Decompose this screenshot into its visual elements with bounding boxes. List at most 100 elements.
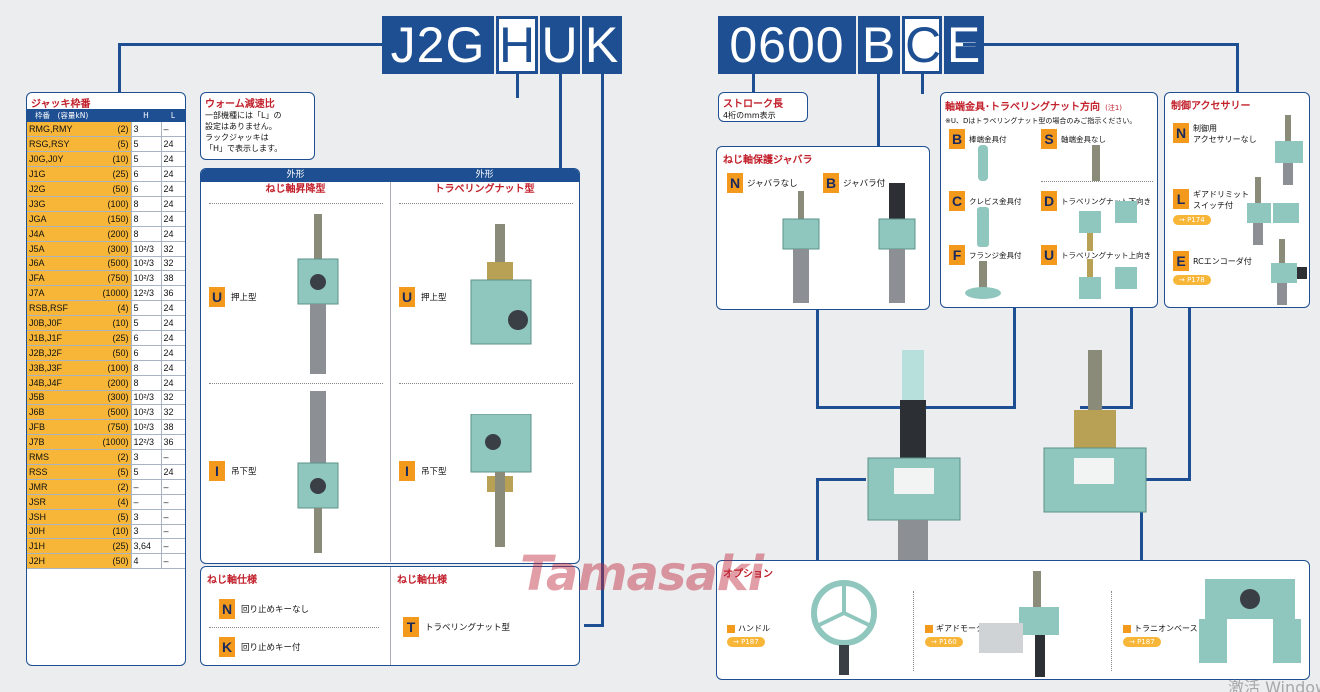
code-frame: J2G (382, 16, 494, 74)
code-screw: K (582, 16, 622, 74)
end-option-label: フランジ金具付 (969, 250, 1022, 260)
frame-l-value: – (160, 449, 185, 465)
connector-line (1140, 478, 1143, 562)
stroke-panel: ストローク長 4桁のmm表示 (718, 92, 808, 122)
frame-name: J3G (29, 198, 46, 209)
frame-name: RSS (29, 466, 48, 477)
jack-illustration-bellows (878, 183, 916, 303)
frame-capacity: (25) (112, 541, 129, 552)
shape-sub-right: トラベリングナット型 (434, 184, 535, 195)
frame-name: JGA (29, 213, 47, 224)
frame-table-row: J2H(50)4– (27, 553, 185, 570)
end-option-label: トラベリングナット上向き (1061, 250, 1151, 260)
divider (209, 203, 383, 204)
code-badge-e: E (1173, 251, 1189, 271)
option-marker (1123, 624, 1131, 633)
frame-l-value: – (160, 479, 185, 495)
connector-line (118, 43, 121, 95)
frame-capacity: (300) (107, 243, 129, 254)
frame-table-row: J0H(10)3– (27, 524, 185, 540)
encoder-page-link[interactable]: → P178 (1173, 275, 1211, 285)
connector-line (559, 74, 562, 170)
frame-capacity: (25) (112, 169, 129, 180)
divider (390, 567, 391, 665)
worm-panel-title: ウォーム減速比 (205, 99, 275, 110)
handle-page-link[interactable]: → P187 (727, 637, 765, 647)
frame-name: J6B (29, 407, 45, 418)
frame-l-value: 24 (160, 196, 185, 212)
frame-capacity: (750) (107, 273, 129, 284)
jack-illustration-large-nut (1043, 350, 1147, 513)
frame-table-row: RMS(2)3– (27, 449, 185, 465)
frame-name: J2H (29, 556, 46, 567)
trunnion-page-link[interactable]: → P187 (1123, 637, 1161, 647)
end-option-label: トラベリングナット下向き (1061, 196, 1151, 206)
frame-capacity: (5) (117, 466, 129, 477)
code-badge-f: F (949, 245, 965, 265)
frame-capacity: (500) (107, 407, 129, 418)
frame-l-value: – (160, 524, 185, 540)
frame-h-value: 3 (130, 509, 161, 525)
frame-l-value: 38 (160, 270, 185, 287)
worm-note-3: ラックジャッキは (205, 133, 269, 142)
option-motor-label: ギアドモータ (936, 624, 984, 633)
col-l: L (170, 111, 176, 120)
end-option: F フランジ金具付 (949, 245, 1022, 265)
frame-name: J4B,J4F (29, 377, 63, 388)
no-fitting-icon (1092, 145, 1100, 181)
connector-line (584, 624, 604, 627)
hang-type-label: 吊下型 (421, 467, 447, 477)
with-key-label: 回り止めキー付 (241, 643, 301, 653)
connector-line (921, 74, 924, 94)
motor-page-link[interactable]: → P160 (925, 637, 963, 647)
geared-motor-icon (979, 571, 1059, 677)
rod-end-icon (978, 145, 988, 181)
frame-h-value: 12²/3 (130, 285, 161, 302)
frame-capacity: (150) (107, 213, 129, 224)
push-type-label: 押上型 (421, 293, 447, 303)
limit-switch-label-2: スイッチ付 (1193, 201, 1233, 210)
frame-panel: ジャッキ枠番 枠番 (容量kN) H L RMG,RMY(2)3–RSG,RSY… (26, 92, 186, 666)
option-marker (727, 624, 735, 633)
frame-capacity: (200) (107, 228, 129, 239)
bellows-title: ねじ軸保護ジャバラ (723, 155, 813, 166)
frame-h-value: 5 (130, 464, 161, 480)
frame-name: RSB,RSF (29, 303, 69, 314)
connector-line (963, 43, 1238, 46)
screw-title-left: ねじ軸仕様 (207, 575, 257, 586)
option-trunnion-label: トラニオンベース (1134, 624, 1198, 633)
frame-capacity: (50) (112, 556, 129, 567)
no-bellows-label: ジャバラなし (747, 179, 798, 189)
limit-switch-page-link[interactable]: → P174 (1173, 215, 1211, 225)
nut-down-icon (1079, 201, 1137, 251)
control-panel: 制御アクセサリー N 制御用 アクセサリーなし L ギアドリミット スイッチ付 … (1164, 92, 1310, 308)
frame-capacity: (10) (112, 318, 129, 329)
divider (390, 182, 391, 562)
frame-l-value: 36 (160, 434, 185, 451)
frame-name: J7B (29, 437, 45, 448)
trunnion-base-icon (1199, 579, 1301, 663)
frame-name: J2G (29, 184, 46, 194)
frame-h-value: 8 (130, 211, 161, 227)
frame-l-value: 24 (160, 360, 185, 376)
frame-h-value: 6 (130, 166, 161, 183)
connector-line (816, 478, 866, 481)
frame-name: RSG,RSY (29, 139, 70, 150)
jack-illustration-screw-push (297, 214, 339, 374)
frame-capacity: (2) (117, 481, 129, 492)
jack-illustration-screw-hang (297, 391, 339, 553)
frame-l-value: – (160, 553, 185, 570)
frame-l-value: 32 (160, 390, 185, 406)
frame-h-value: 3,64 (130, 538, 161, 555)
frame-name: J4A (29, 228, 45, 239)
frame-h-value: 6 (130, 345, 161, 361)
frame-capacity: (10) (112, 154, 129, 165)
frame-name: J2B,J2F (29, 347, 63, 358)
